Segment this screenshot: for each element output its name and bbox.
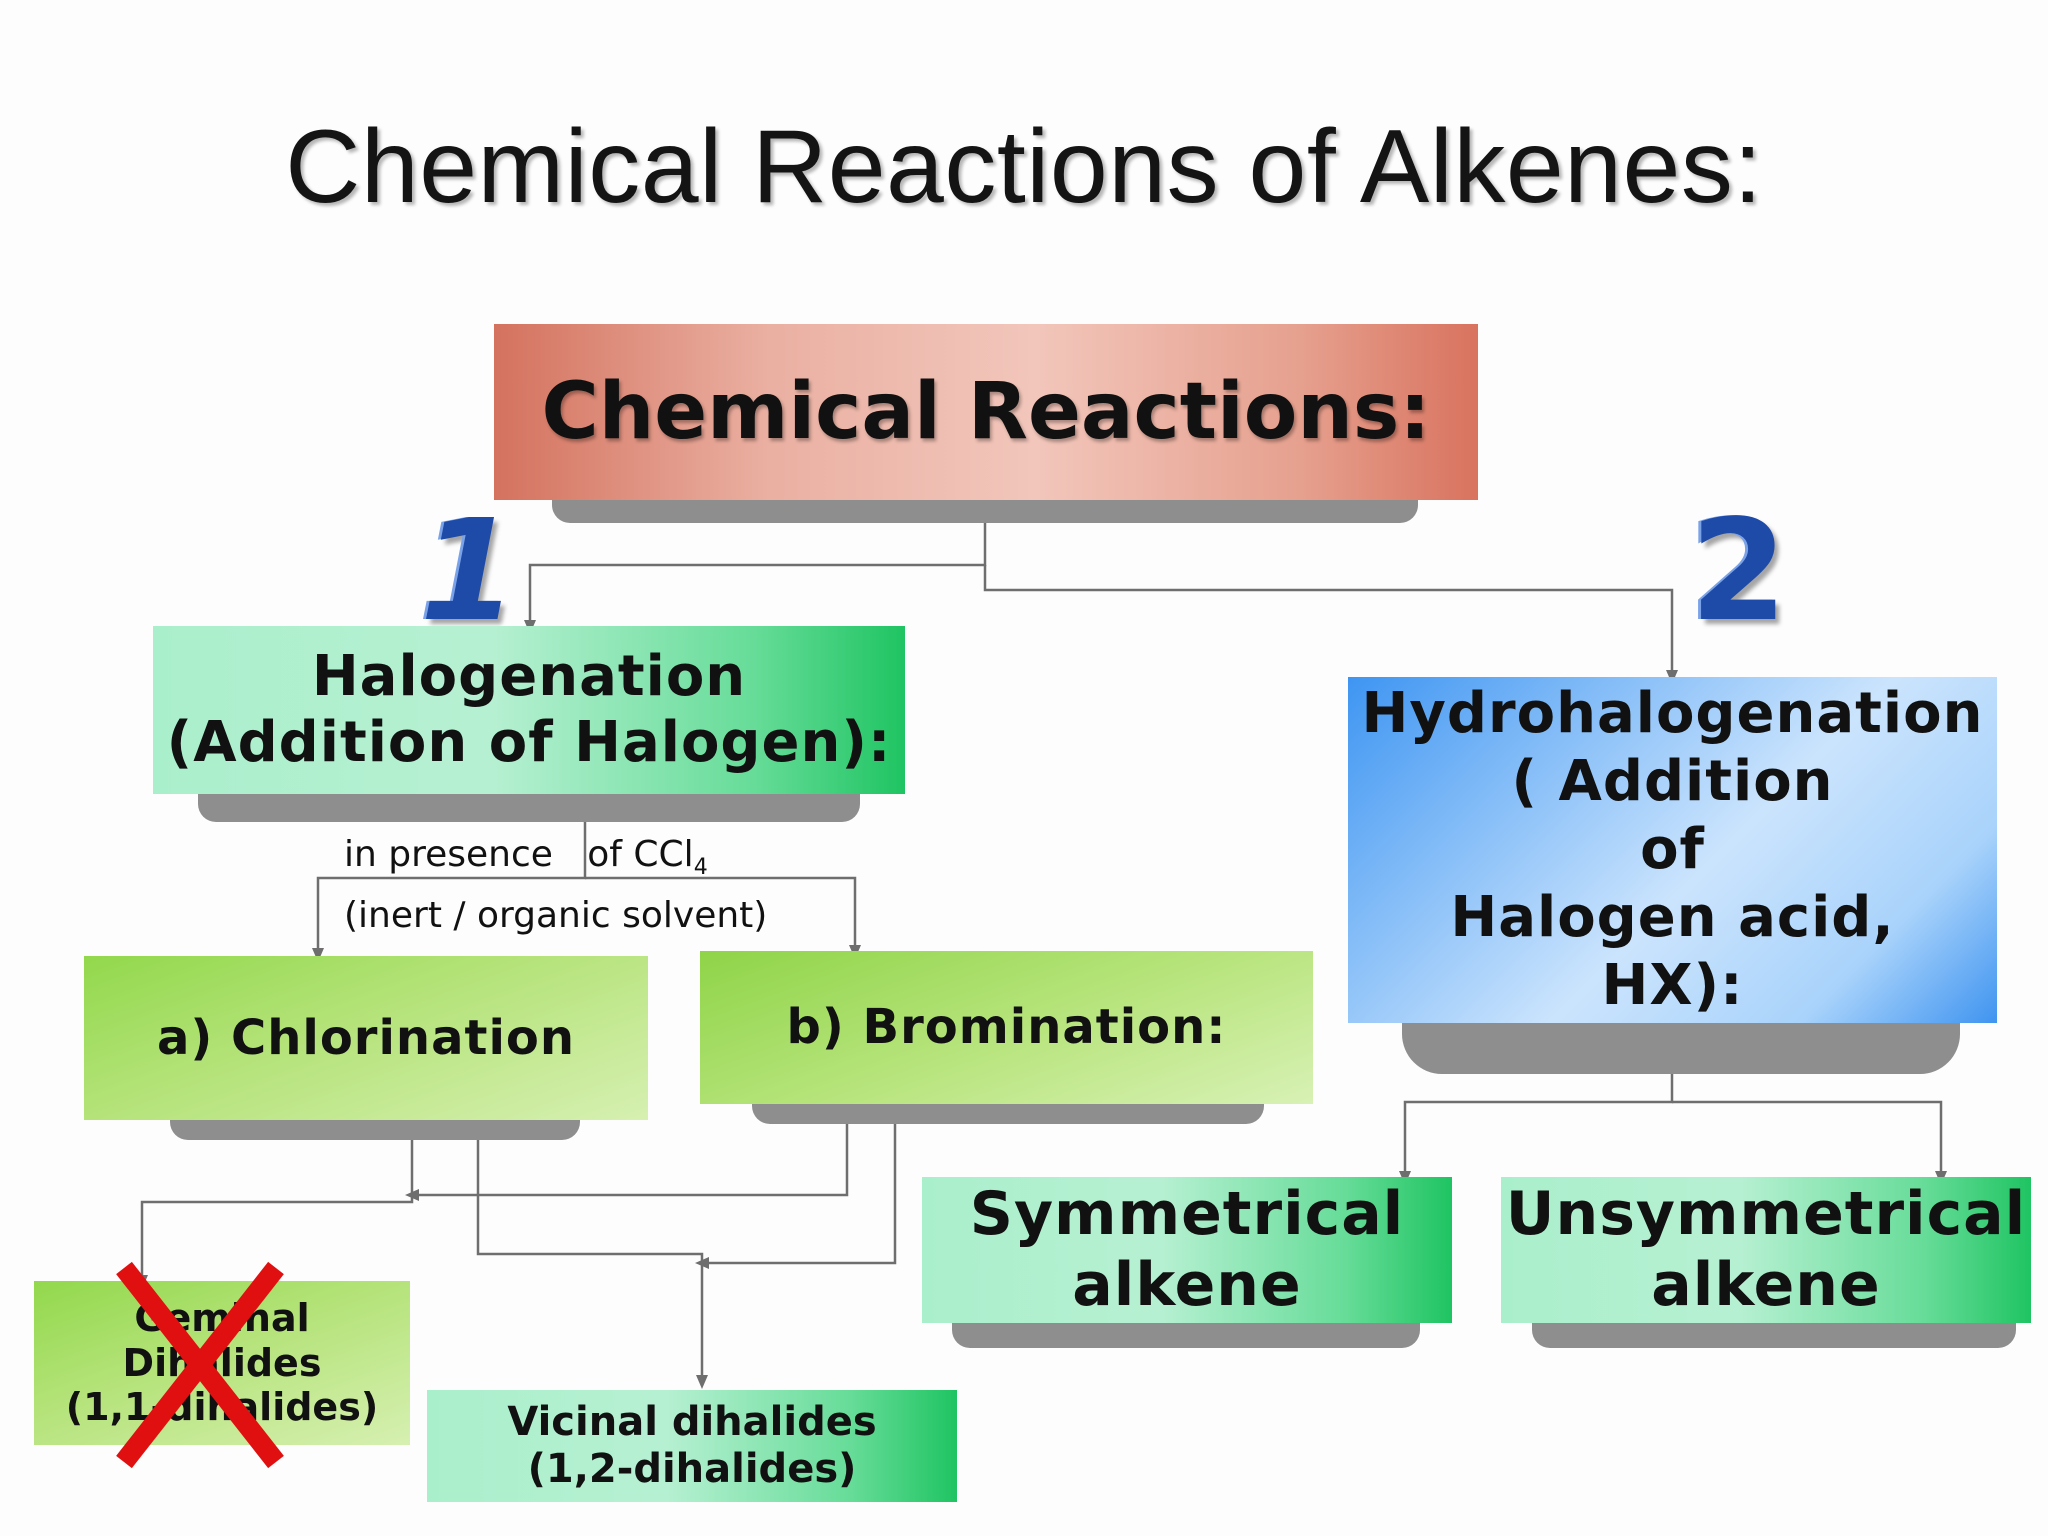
- hydrohalogenation-line-1: Hydrohalogenation: [1361, 681, 1984, 746]
- symmetrical-line-2: alkene: [1072, 1250, 1302, 1320]
- arrow-halogenation-to-chlorination: [312, 810, 587, 962]
- line-chlorination-vicinal: [476, 1128, 708, 1389]
- symmetrical-box: Symmetrical alkene: [922, 1177, 1452, 1323]
- hydrohalogenation-box-shadow: [1402, 1018, 1960, 1074]
- condition-line-1: in presence of CCl: [344, 834, 694, 875]
- condition-subscript: 4: [693, 855, 708, 881]
- root-label: Chemical Reactions:: [541, 366, 1431, 457]
- symmetrical-line-1: Symmetrical: [969, 1179, 1405, 1250]
- chlorination-label: a) Chlorination: [156, 1009, 576, 1066]
- hydrohalogenation-line-4: Halogen acid,: [1450, 885, 1895, 950]
- hydrohalogenation-line-5: HX):: [1601, 953, 1744, 1018]
- root-box: Chemical Reactions:: [494, 324, 1478, 500]
- symmetrical-box-shadow: [952, 1318, 1420, 1348]
- arrow-hydrohalogenation-to-unsymmetrical: [1672, 1100, 1947, 1185]
- halogenation-box: Halogenation (Addition of Halogen):: [153, 626, 905, 794]
- unsymmetrical-box-shadow: [1532, 1318, 2016, 1348]
- chlorination-box: a) Chlorination: [84, 956, 648, 1120]
- hydrohalogenation-line-3: of: [1640, 817, 1705, 882]
- halogenation-box-shadow: [198, 790, 860, 822]
- arrow-halogenation-to-bromination: [585, 876, 861, 959]
- cross-out-mark: [116, 1261, 284, 1469]
- halogenation-line-1: Halogenation: [311, 643, 747, 709]
- hydrohalogenation-box: Hydrohalogenation ( Addition of Halogen …: [1348, 677, 1997, 1023]
- line-bromination-vicinal: [695, 1093, 897, 1269]
- line-bromination-geminal: [405, 1093, 849, 1201]
- condition-line-2: (inert / organic solvent): [344, 895, 768, 937]
- marker-2: 2: [1690, 490, 1788, 653]
- arrow-root-to-halogenation: [524, 505, 987, 634]
- vicinal-line-1: Vicinal dihalides: [507, 1398, 877, 1445]
- halogenation-line-2: (Addition of Halogen):: [166, 710, 892, 775]
- arrow-root-to-hydrohalogenation: [983, 565, 1678, 684]
- hydrohalogenation-line-2: ( Addition: [1511, 749, 1834, 814]
- marker-1: 1: [420, 490, 518, 653]
- slide-title: Chemical Reactions of Alkenes:: [285, 109, 1763, 225]
- condition-label: in presence of CCl4 (inert / organic sol…: [344, 831, 767, 940]
- vicinal-line-2: (1,2-dihalides): [527, 1446, 857, 1492]
- bromination-box: b) Bromination:: [700, 951, 1313, 1104]
- bromination-label: b) Bromination:: [786, 999, 1227, 1056]
- unsymmetrical-line-2: alkene: [1651, 1250, 1881, 1320]
- line-chlorination-geminal: [136, 1128, 414, 1289]
- vicinal-box: Vicinal dihalides (1,2-dihalides): [427, 1390, 957, 1502]
- unsymmetrical-box: Unsymmetrical alkene: [1501, 1177, 2031, 1323]
- unsymmetrical-line-1: Unsymmetrical: [1505, 1179, 2027, 1250]
